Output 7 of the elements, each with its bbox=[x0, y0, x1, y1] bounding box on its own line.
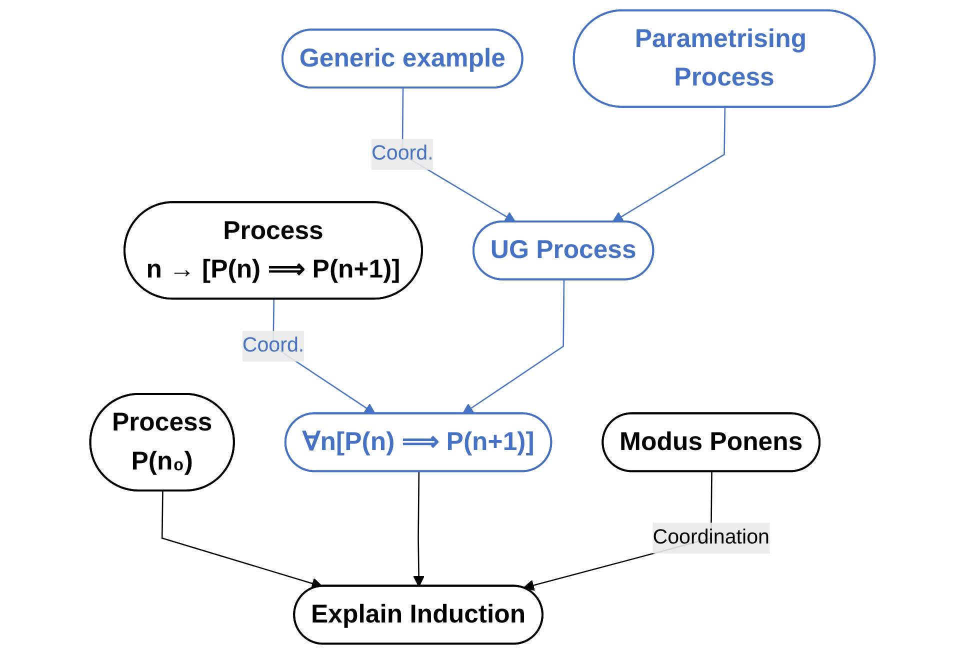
edge-label: Coordination bbox=[652, 526, 770, 548]
arrow bbox=[612, 108, 726, 223]
edge-label: Coord. bbox=[371, 142, 434, 165]
arrow bbox=[413, 472, 424, 587]
edge-label: Coord. bbox=[242, 334, 304, 357]
arrow bbox=[462, 280, 565, 414]
arrow bbox=[161, 491, 323, 589]
